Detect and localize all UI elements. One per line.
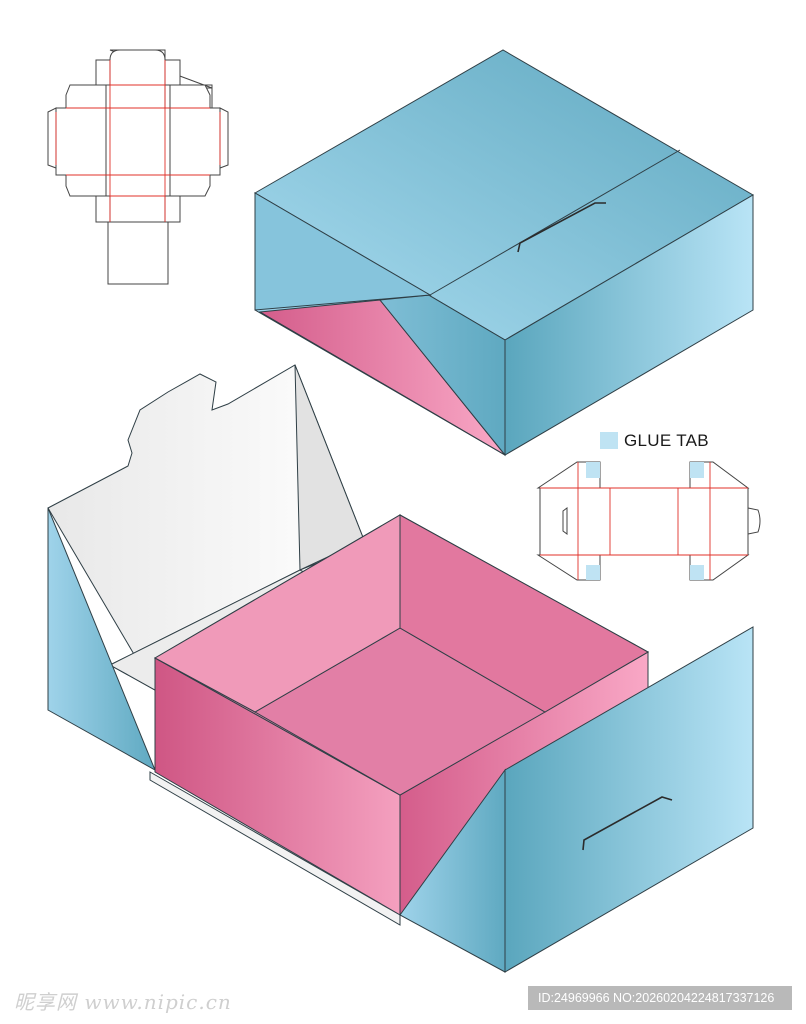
glue-tab-area [690,565,704,580]
open-box-lid-side [294,364,365,571]
open-box-front-flap-side [399,768,506,973]
watermark-left: 昵享网 www.nipic.cn [14,990,232,1014]
glue-tab-legend-swatch [600,432,618,449]
open-box-left-flap [47,507,157,772]
closed-box-slot [517,202,606,253]
dieline-cross [47,49,229,285]
glue-tab-legend-label: GLUE TAB [624,431,709,450]
dieline-cross-fold-lines [55,60,221,222]
dieline-gluetab [536,461,761,581]
closed-box-right-face [504,194,754,456]
dieline-gluetab-fold-lines [540,462,748,580]
open-box-slot [582,796,673,851]
glue-tab-area [586,462,600,478]
glue-tab-area [690,462,704,478]
watermark-right: ID:24969966 NO:20260204224817337126 [528,986,792,1010]
glue-tab-area [586,565,600,580]
open-box [47,364,754,973]
closed-box [254,49,754,457]
